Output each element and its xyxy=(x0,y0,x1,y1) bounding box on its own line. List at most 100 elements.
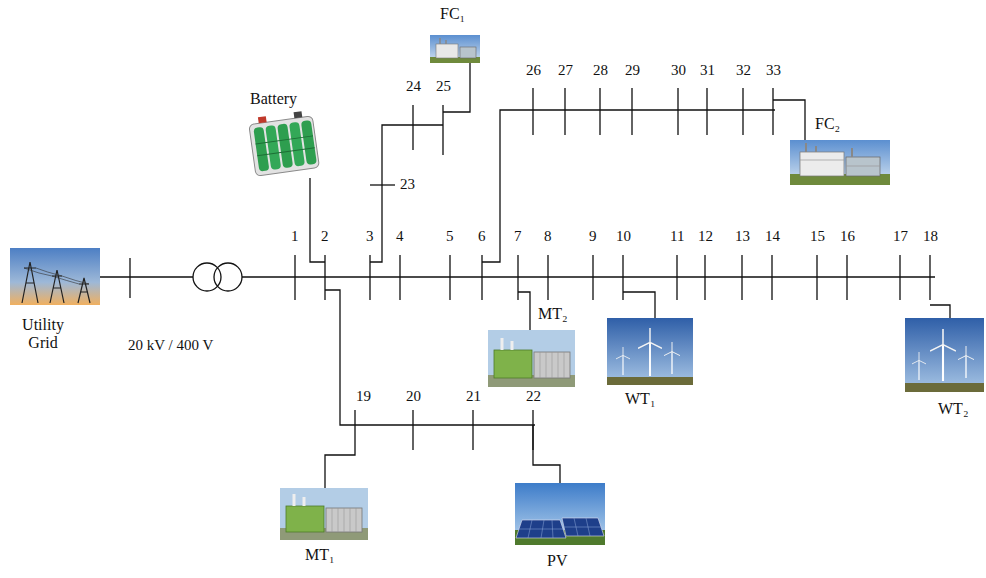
device-label: Battery xyxy=(250,90,297,108)
bus-number: 29 xyxy=(625,62,640,79)
feeder-wires xyxy=(325,290,535,425)
bus-number: 6 xyxy=(478,228,486,245)
bus-ticks xyxy=(129,258,130,298)
bus-number: 33 xyxy=(766,62,781,79)
utility-grid-picture xyxy=(10,248,100,305)
micro-turbine-picture xyxy=(280,488,368,540)
wind-turbine-picture xyxy=(958,346,974,378)
device-label: PV xyxy=(547,552,567,570)
device-node: FC₂ xyxy=(790,140,890,185)
bus-number: 31 xyxy=(700,62,715,79)
utility-grid-picture xyxy=(10,248,100,305)
bus-number: 2 xyxy=(321,228,329,245)
bus-number: 8 xyxy=(544,228,552,245)
fuel-cell-picture xyxy=(790,140,890,185)
bus-number: 11 xyxy=(670,228,684,245)
wind-turbine-picture xyxy=(905,383,984,392)
feeder-wires xyxy=(623,292,655,318)
bus-number: 12 xyxy=(698,228,713,245)
micro-turbine-picture xyxy=(294,494,304,506)
micro-turbine-picture xyxy=(502,338,512,350)
transformer-rating: 20 kV / 400 V xyxy=(128,337,213,354)
feeder-wires xyxy=(482,110,775,262)
utility-grid-picture xyxy=(24,268,89,284)
bus-number: 7 xyxy=(514,228,522,245)
bus-number: 27 xyxy=(558,62,573,79)
device-node: Battery xyxy=(248,112,320,178)
bus-number: 4 xyxy=(396,228,404,245)
battery-picture xyxy=(258,116,267,123)
bus-number: 26 xyxy=(526,62,541,79)
fuel-cell-picture xyxy=(430,35,480,63)
bus-number: 13 xyxy=(735,228,750,245)
micro-turbine-picture xyxy=(280,488,368,540)
device-node: Utility Grid xyxy=(10,248,100,305)
wind-turbine-picture xyxy=(607,377,693,385)
bus-number: 24 xyxy=(406,78,421,95)
bus-ticks xyxy=(130,88,930,450)
device-label: MT₂ xyxy=(538,305,568,323)
device-label: WT₂ xyxy=(938,400,968,418)
fuel-cell-picture xyxy=(846,157,880,176)
micro-turbine-picture xyxy=(332,508,356,532)
battery-picture xyxy=(256,136,315,156)
device-label: MT₁ xyxy=(305,546,335,564)
bus-number: 18 xyxy=(923,228,938,245)
bus-number: 5 xyxy=(446,228,454,245)
bus-number: 15 xyxy=(810,228,825,245)
bus-ticks xyxy=(295,255,930,300)
device-node: WT₂ xyxy=(905,318,984,392)
device-node: MT₂ xyxy=(488,330,575,387)
feeder-wires xyxy=(370,184,395,185)
fuel-cell-picture xyxy=(800,152,844,176)
micro-turbine-picture xyxy=(286,506,324,532)
bus-number: 20 xyxy=(406,388,421,405)
wind-turbine-picture xyxy=(664,342,680,374)
solar-panel-picture xyxy=(515,483,605,545)
fuel-cell-picture xyxy=(436,44,458,58)
feeder-wires xyxy=(518,292,530,330)
bus-number: 23 xyxy=(400,176,415,193)
micro-turbine-picture xyxy=(326,508,362,532)
micro-turbine-picture xyxy=(488,330,575,387)
bus-number: 10 xyxy=(616,228,631,245)
wind-turbine-picture xyxy=(912,352,926,380)
fuel-cell-picture xyxy=(806,143,852,157)
fuel-cell-picture xyxy=(800,160,880,166)
device-label: FC₁ xyxy=(440,5,465,23)
solar-panel-picture xyxy=(519,518,601,538)
micro-turbine-picture xyxy=(534,352,570,378)
wind-turbine-picture xyxy=(905,318,984,392)
bus-number: 32 xyxy=(736,62,751,79)
bus-number: 16 xyxy=(840,228,855,245)
battery-picture xyxy=(248,110,319,176)
bus-ticks xyxy=(355,410,533,450)
bus-ticks xyxy=(413,105,443,155)
micro-turbine-picture xyxy=(540,352,564,378)
bus-number: 17 xyxy=(893,228,908,245)
bus-number: 21 xyxy=(466,388,481,405)
solar-panel-picture xyxy=(515,483,605,545)
device-node: FC₁ xyxy=(430,35,480,63)
bus-number: 14 xyxy=(765,228,780,245)
bus-number: 22 xyxy=(526,388,541,405)
device-label: WT₁ xyxy=(625,390,655,408)
device-label: Utility Grid xyxy=(12,316,74,352)
feeder-wires xyxy=(214,263,242,291)
bus-number: 19 xyxy=(356,388,371,405)
wind-turbine-picture xyxy=(607,318,693,385)
bus-number: 28 xyxy=(593,62,608,79)
fuel-cell-picture xyxy=(430,35,480,63)
device-node: MT₁ xyxy=(280,488,368,540)
wind-turbine-picture xyxy=(616,347,630,375)
battery-picture xyxy=(294,111,303,118)
bus-ticks xyxy=(533,88,773,135)
micro-turbine-picture xyxy=(488,330,575,387)
feeder-wires xyxy=(370,125,443,262)
wind-turbine-picture xyxy=(905,318,984,392)
micro-turbine-picture xyxy=(494,350,532,378)
wind-turbine-picture xyxy=(930,329,956,381)
feeder-wires xyxy=(930,305,950,318)
